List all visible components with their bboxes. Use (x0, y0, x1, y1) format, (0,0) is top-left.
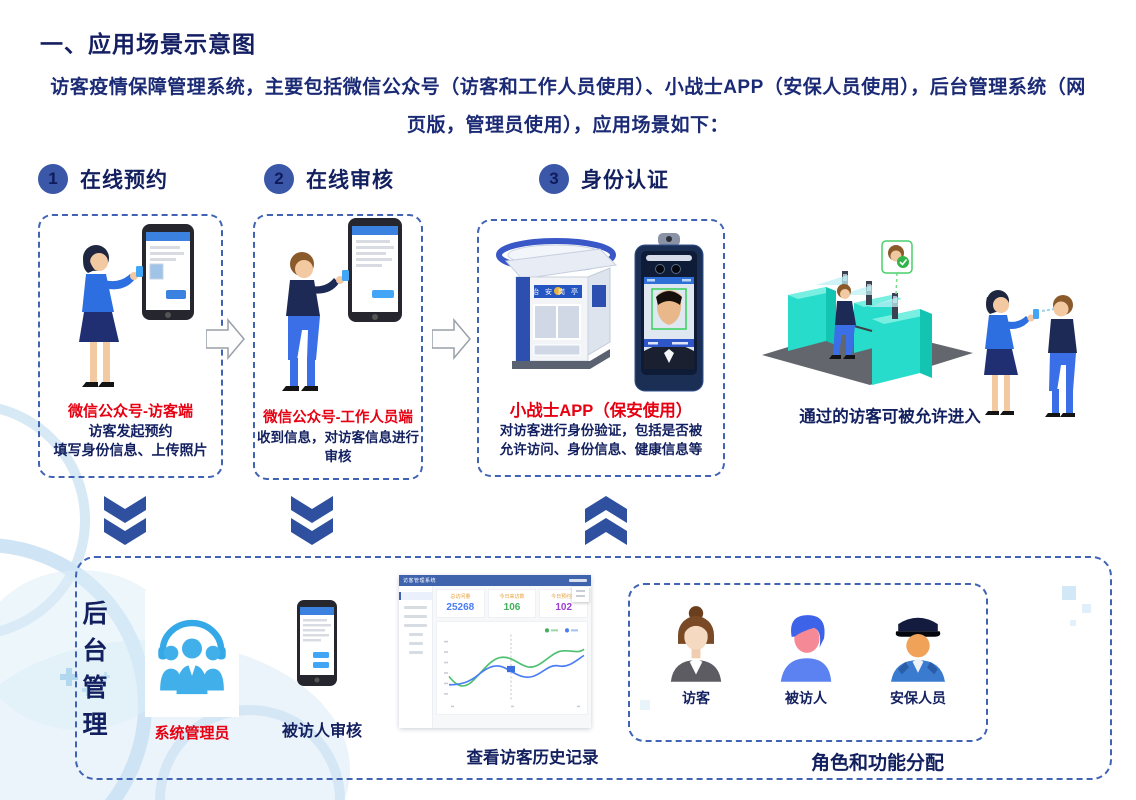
man-with-phone-illustration (282, 218, 402, 391)
stat-value: 106 (503, 602, 521, 613)
square-cluster-icon (640, 586, 1091, 710)
chevron-up-icon (585, 496, 627, 545)
entering-man-figure (829, 284, 856, 359)
staff-box-line2: 审核 (324, 449, 352, 464)
history-caption: 查看访客历史记录 (466, 749, 599, 767)
chevron-down-icon (291, 496, 333, 545)
admin-team-icon (158, 619, 226, 695)
face-recognition-terminal-illustration (634, 233, 704, 392)
visitor-box-line1: 访客发起预约 (88, 423, 173, 439)
sidebar-item (404, 615, 427, 618)
step-2-number-badge: 2 (264, 164, 294, 194)
sidebar-item-active (399, 592, 432, 600)
waiting-man-figure (1045, 295, 1077, 417)
right-arrow-icon (432, 318, 471, 360)
visitor-avatar-icon (670, 606, 722, 682)
turnstile-gates (788, 271, 932, 385)
sidebar-item (404, 606, 427, 609)
step-3: 3 身份认证 (539, 164, 669, 194)
visitor-box-title: 微信公众号-访客端 (68, 403, 193, 420)
step-1-number-badge: 1 (38, 164, 68, 194)
visited-person-avatar-icon (780, 615, 832, 682)
woman-with-phone-illustration (78, 224, 194, 387)
gate-caption: 通过的访客可被允许进入 (799, 408, 981, 426)
sidebar-item (404, 624, 427, 627)
system-admin-card (145, 591, 239, 717)
reviewer-phone-icon (297, 600, 337, 686)
sidebar-subitem (409, 651, 423, 654)
visitor-woman-figure (78, 245, 143, 387)
plus-cluster-icon (60, 668, 110, 696)
staff-man-figure (282, 252, 349, 391)
role-visited-person: 被访人 (764, 602, 848, 708)
reviewer-label: 被访人审核 (281, 723, 362, 740)
stat-label: 今日来访数 (499, 594, 525, 600)
stat-card-total: 总访问量 25268 (436, 589, 485, 618)
role-visitor-label: 访客 (682, 690, 710, 706)
staff-box-title: 微信公众号-工作人员端 (263, 410, 413, 426)
intro-line-2: 页版，管理员使用），应用场景如下： (406, 115, 729, 136)
backend-management-box (75, 556, 1112, 780)
role-visited-person-label: 被访人 (785, 690, 827, 706)
stat-label: 今日预约数 (551, 594, 577, 600)
sidebar-subitem (409, 642, 423, 645)
step-2: 2 在线审核 (264, 164, 394, 194)
page-title: 一、应用场景示意图 (40, 31, 256, 58)
step-1: 1 在线预约 (38, 164, 168, 194)
stat-label: 总访问量 (450, 594, 471, 600)
guard-verify-box: 治安岗亭 (477, 219, 725, 477)
gate-entry-illustration (762, 240, 1077, 417)
phone-mockup-icon (141, 224, 194, 320)
step-3-label: 身份认证 (581, 169, 669, 192)
right-arrow-icon (206, 318, 245, 360)
staff-review-box: 微信公众号-工作人员端 收到信息，对访客信息进行 审核 (253, 214, 423, 480)
booth-sign-text: 治安岗亭 (532, 287, 584, 296)
step-3-number-badge: 3 (539, 164, 569, 194)
waiting-woman-figure (984, 290, 1055, 415)
step-2-label: 在线审核 (306, 169, 394, 192)
guard-box-line2: 允许访问、身份信息、健康信息等 (499, 442, 703, 457)
face-verified-badge-icon (881, 240, 913, 296)
guard-box-line1: 对访客进行身份验证，包括是否被 (499, 423, 703, 438)
dashboard-header: 访客管理系统 (399, 575, 591, 586)
stat-value: 25268 (446, 602, 475, 613)
dashboard-sidebar (399, 586, 433, 728)
admin-dashboard-screenshot: 访客管理系统 总访问量 25268 (399, 575, 591, 728)
chevron-down-icon (104, 496, 146, 545)
stat-value: 102 (555, 602, 573, 613)
role-visitor: 访客 (654, 602, 738, 708)
visits-line-chart (436, 621, 588, 715)
dashboard-title: 访客管理系统 (403, 578, 437, 584)
role-security-guard-label: 安保人员 (890, 690, 946, 706)
staff-box-line1: 收到信息，对访客信息进行 (257, 430, 419, 445)
stat-card-today-visits: 今日来访数 106 (487, 589, 537, 618)
step-1-label: 在线预约 (80, 169, 168, 192)
system-admin-label: 系统管理员 (154, 725, 230, 742)
visitor-box-line2: 填写身份信息、上传照片 (53, 442, 208, 458)
guard-avatar-icon (891, 617, 945, 682)
security-booth-illustration: 治安岗亭 (496, 238, 618, 369)
roles-box (628, 583, 988, 742)
roles-caption: 角色和功能分配 (810, 753, 944, 774)
intro-line-1: 访客疫情保障管理系统，主要包括微信公众号（访客和工作人员使用）、小战士APP（安… (50, 77, 1086, 98)
dashboard-user-menu (569, 579, 587, 582)
sidebar-subitem (409, 633, 423, 636)
visitor-booking-box: 微信公众号-访客端 访客发起预约 填写身份信息、上传照片 (38, 214, 223, 478)
guard-box-title: 小战士APP（保安使用） (509, 402, 693, 420)
dashboard-dropdown (572, 587, 589, 602)
phone-mockup-icon (348, 218, 402, 322)
backend-section-label: 后台管理 (82, 600, 108, 739)
role-security-guard: 安保人员 (876, 602, 960, 708)
stat-card-today-bookings: 今日预约数 102 (539, 589, 589, 618)
